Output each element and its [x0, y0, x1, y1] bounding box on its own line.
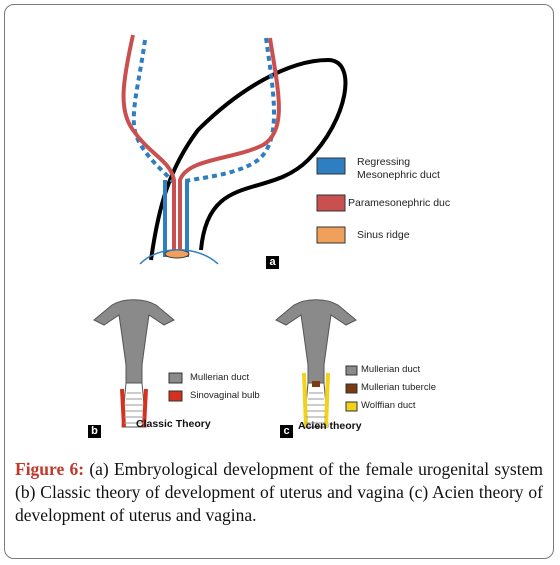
- legend-c-label-wolffian: Wolffian duct: [361, 400, 416, 411]
- panel-c-drawing: [275, 299, 358, 428]
- legend-b-swatch-mullerian: [168, 372, 183, 384]
- legend-swatch-mesonephric: [316, 157, 346, 175]
- urogenital-sinus-arc: [139, 249, 219, 265]
- mesonephric-right-dotted: [179, 37, 276, 184]
- panel-b-title: Classic Theory: [136, 418, 211, 430]
- legend-label-mesonephric: Regressing Mesonephric duct: [357, 156, 440, 181]
- panel-c-title: Acien theory: [298, 420, 362, 432]
- legend-swatch-paramesonephric: [316, 194, 346, 212]
- paramesonephric-right: [178, 37, 281, 255]
- legend-c-label-tubercle: Mullerian tubercle: [361, 382, 436, 393]
- figure-drawing: [93, 34, 358, 428]
- legend-c-swatch-mullerian: [345, 365, 358, 376]
- figure-image-panel: Regressing Mesonephric duct Paramesoneph…: [88, 20, 466, 442]
- sinovaginal-bulb-b: [120, 388, 148, 428]
- uterus-c-body: [275, 299, 357, 384]
- panel-b-drawing: [93, 299, 183, 428]
- legend-swatch-sinus-ridge: [316, 226, 346, 244]
- mesonephric-left-dotted: [131, 39, 175, 184]
- mullerian-tubercle-c: [312, 381, 320, 387]
- paramesonephric-left: [121, 34, 176, 255]
- panel-a-tag: a: [266, 256, 279, 269]
- legend-c-swatch-wolffian: [345, 401, 358, 412]
- legend-label-paramesonephric: Paramesonephric duc: [348, 197, 451, 209]
- legend-b-swatch-sinovaginal: [168, 390, 183, 402]
- figure-caption-text: (a) Embryological development of the fem…: [15, 459, 543, 525]
- sinus-ridge: [164, 249, 190, 259]
- uterus-b-body: [93, 299, 175, 384]
- legend-label-sinus-ridge: Sinus ridge: [357, 229, 410, 241]
- figure-caption-label: Figure 6:: [15, 459, 85, 479]
- wolffian-duct-c: [302, 372, 330, 428]
- legend-b-label-sinovaginal: Sinovaginal bulb: [190, 390, 260, 401]
- legend-c-swatch-tubercle: [345, 383, 358, 394]
- panel-a-drawing: [121, 34, 348, 265]
- figure-caption: Figure 6: (a) Embryological development …: [15, 458, 543, 527]
- black-duct-path: [149, 57, 348, 261]
- panel-c-tag: c: [280, 425, 293, 438]
- legend-c-label-mullerian: Mullerian duct: [361, 364, 421, 375]
- panel-b-tag: b: [88, 425, 101, 438]
- legend-b-label-mullerian: Mullerian duct: [190, 372, 250, 383]
